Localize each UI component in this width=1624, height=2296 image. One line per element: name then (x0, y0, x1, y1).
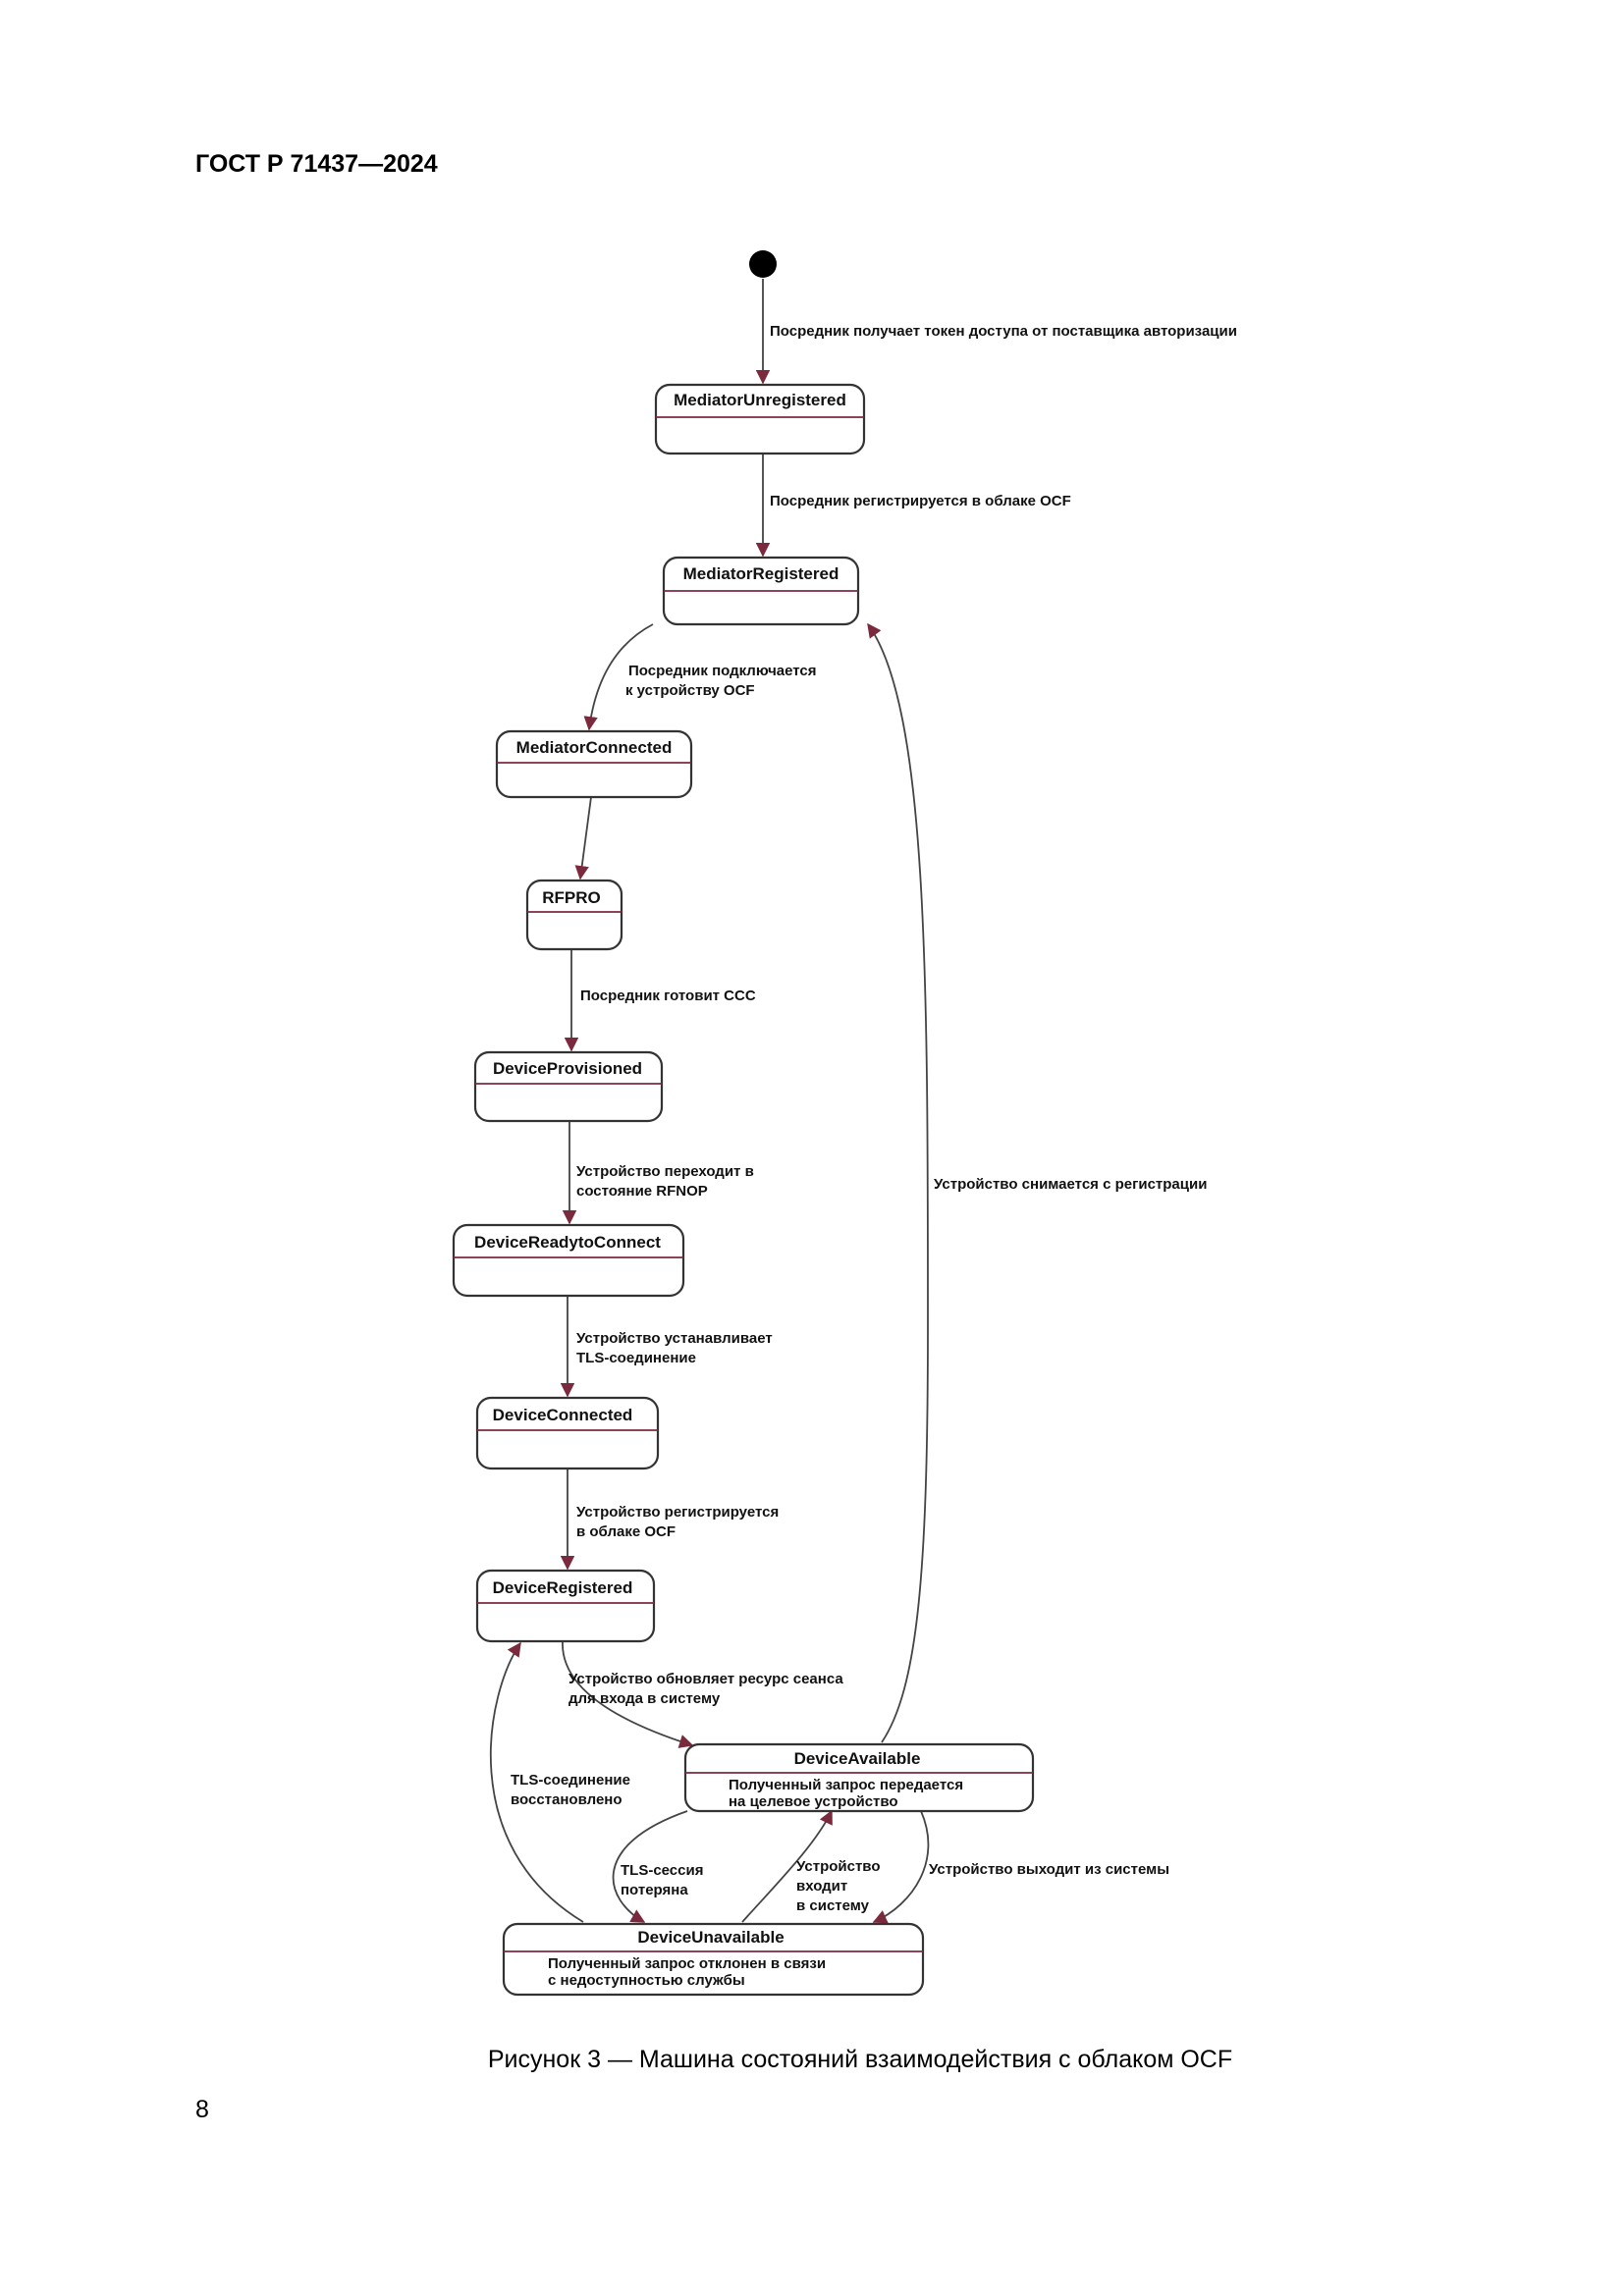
transition-device-connected-to-registered: Устройство регистрируется в облаке OCF (560, 1468, 779, 1571)
state-name: DeviceConnected (493, 1406, 633, 1424)
transition-label: входит (796, 1878, 847, 1895)
transition-label: Посредник получает токен доступа от пост… (770, 323, 1237, 340)
transition-device-available-to-unavailable-logout: Устройство выходит из системы (872, 1810, 1169, 1924)
transition-label: Посредник подключается (628, 663, 817, 679)
initial-state-node (749, 250, 777, 278)
transition-label: в систему (796, 1897, 870, 1914)
transition-device-available-to-unavailable-tls-lost: TLS-сессия потеряна (612, 1810, 703, 1923)
state-name: MediatorUnregistered (674, 391, 846, 409)
state-rfpro: RFPRO (525, 879, 623, 951)
transition-device-registered-to-available: Устройство обновляет ресурс сеанса для в… (562, 1640, 843, 1748)
transition-mediator-connected-to-rfpro (574, 796, 592, 881)
transition-label: потеряна (621, 1882, 688, 1898)
state-device-registered: DeviceRegistered (475, 1569, 656, 1643)
transition-rfpro-to-device-provisioned: Посредник готовит CCC (564, 949, 756, 1052)
state-action: Полученный запрос передается (729, 1777, 963, 1793)
state-name: DeviceProvisioned (493, 1059, 642, 1078)
state-action: на целевое устройство (729, 1793, 898, 1810)
state-name: DeviceUnavailable (637, 1928, 784, 1947)
transition-device-provisioned-to-ready: Устройство переходит в состояние RFNOP (562, 1121, 754, 1225)
state-device-ready-to-connect: DeviceReadytoConnect (452, 1223, 685, 1298)
transition-label: Устройство выходит из системы (929, 1861, 1169, 1878)
transition-label: восстановлено (511, 1791, 623, 1808)
transition-label: к устройству OCF (625, 682, 755, 699)
state-mediator-connected: MediatorConnected (495, 729, 693, 799)
state-device-connected: DeviceConnected (475, 1396, 660, 1470)
transition-label: Устройство регистрируется (576, 1504, 779, 1521)
transition-label: состояние RFNOP (576, 1183, 708, 1200)
state-device-unavailable: DeviceUnavailable Полученный запрос откл… (502, 1922, 925, 1997)
transition-label: TLS-соединение (511, 1772, 630, 1789)
transition-ready-to-device-connected: Устройство устанавливает TLS-соединение (560, 1296, 773, 1398)
transition-label: TLS-соединение (576, 1350, 696, 1366)
state-mediator-registered: MediatorRegistered (662, 556, 860, 626)
transition-device-available-to-mediator-registered: Устройство снимается с регистрации (867, 622, 1207, 1743)
transition-label: Посредник регистрируется в облаке OCF (770, 493, 1071, 509)
state-name: DeviceReadytoConnect (474, 1233, 661, 1252)
transition-label: Устройство обновляет ресурс сеанса (568, 1671, 843, 1687)
state-device-provisioned: DeviceProvisioned (473, 1050, 664, 1123)
transition-label: TLS-сессия (621, 1862, 703, 1879)
transition-label: Устройство устанавливает (576, 1330, 773, 1347)
state-mediator-unregistered: MediatorUnregistered (654, 383, 866, 455)
transition-mediator-unregistered-to-registered: Посредник регистрируется в облаке OCF (755, 454, 1071, 558)
figure-caption: Рисунок 3 — Машина состояний взаимодейст… (487, 2046, 1233, 2073)
state-name: DeviceRegistered (493, 1578, 633, 1597)
state-name: DeviceAvailable (794, 1749, 921, 1768)
state-machine-diagram: Посредник получает токен доступа от пост… (452, 250, 1237, 1997)
transition-label: для входа в систему (568, 1690, 721, 1707)
transition-label: в облаке OCF (576, 1523, 676, 1540)
transition-device-unavailable-to-available-login: Устройство входит в систему (741, 1809, 881, 1923)
state-action: Полученный запрос отклонен в связи (548, 1955, 826, 1972)
transition-label: Посредник готовит CCC (580, 988, 756, 1004)
transition-label: Устройство снимается с регистрации (934, 1176, 1207, 1193)
page-number: 8 (195, 2096, 209, 2123)
state-action: с недоступностью службы (548, 1972, 745, 1989)
transition-label: Устройство (796, 1858, 881, 1875)
transition-mediator-registered-to-connected: Посредник подключается к устройству OCF (583, 623, 817, 731)
transition-label: Устройство переходит в (576, 1163, 754, 1180)
document-header: ГОСТ Р 71437—2024 (195, 150, 438, 178)
state-name: RFPRO (542, 888, 601, 907)
state-name: MediatorRegistered (683, 564, 839, 583)
state-name: MediatorConnected (516, 738, 673, 757)
state-device-available: DeviceAvailable Полученный запрос переда… (683, 1742, 1035, 1813)
transition-initial-to-mediator-unregistered: Посредник получает токен доступа от пост… (755, 279, 1237, 385)
transition-device-unavailable-to-registered: TLS-соединение восстановлено (489, 1641, 630, 1923)
